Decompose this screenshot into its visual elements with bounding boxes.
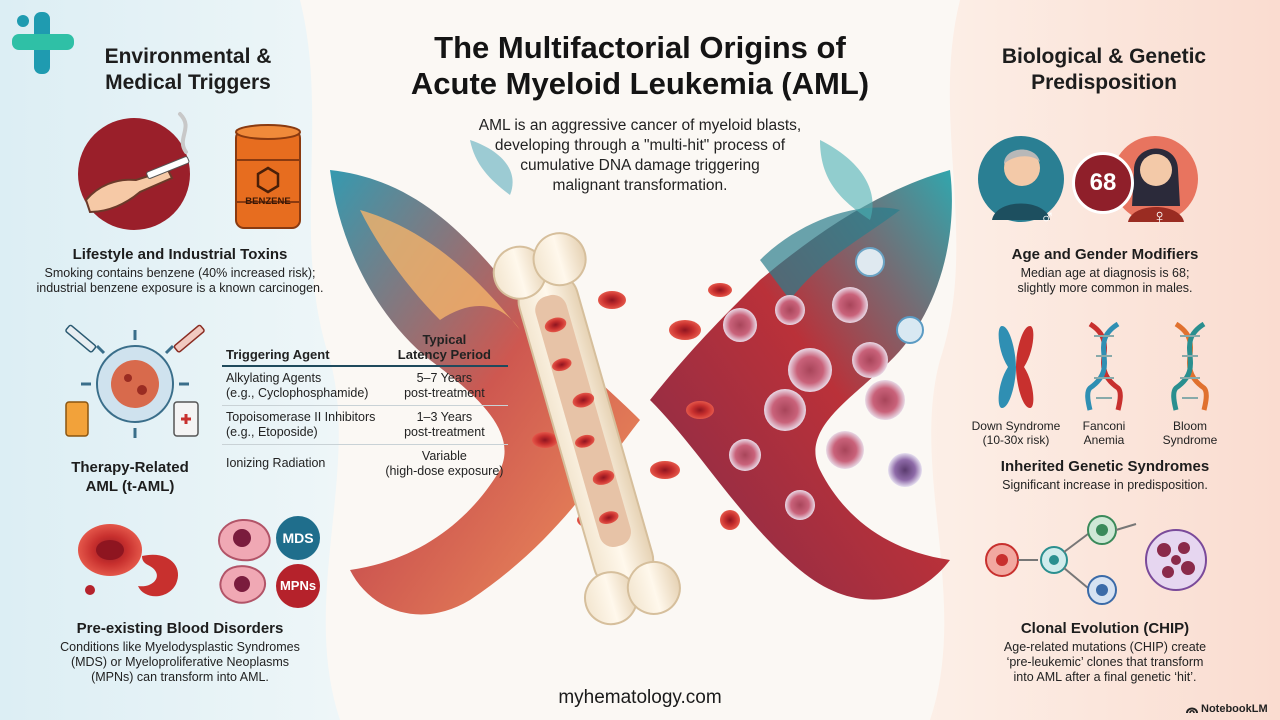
therapy-latency-table: Triggering Agent Typical Latency Period …	[222, 332, 508, 483]
latency-cell: 1–3 Years post-treatment	[381, 406, 508, 445]
footer-site-link[interactable]: myhematology.com	[558, 687, 722, 708]
benzene-barrel-icon: BENZENE	[232, 122, 304, 234]
syndrome-fanconi: Fanconi Anemia	[1058, 419, 1150, 447]
syndrome-line2: Anemia	[1083, 433, 1125, 447]
col-header-latency: Typical Latency Period	[381, 332, 508, 366]
latency-cell: 5–7 Years post-treatment	[381, 366, 508, 406]
genetic-syndromes-title: Inherited Genetic Syndromes	[1000, 458, 1210, 475]
description-line: cumulative DNA damage triggering	[520, 157, 760, 174]
syndrome-line1: Fanconi	[1082, 419, 1126, 433]
age-gender-text: Median age at diagnosis is 68; slightly …	[960, 266, 1250, 296]
col-header-latency-line2: Latency Period	[397, 347, 491, 362]
male-head-icon	[978, 136, 1064, 222]
syndrome-down: Down Syndrome (10-30x risk)	[970, 419, 1062, 447]
lifestyle-title: Lifestyle and Industrial Toxins	[72, 246, 288, 263]
latency-line1: Variable	[421, 449, 467, 463]
female-symbol: ♀	[1152, 206, 1167, 228]
blood-disorders-text-line3: (MPNs) can transform into AML.	[91, 670, 269, 684]
syndrome-line1: Down Syndrome	[971, 419, 1061, 433]
table-row: Topoisomerase II Inhibitors (e.g., Etopo…	[222, 406, 508, 445]
page-description: AML is an aggressive cancer of myeloid b…	[410, 116, 870, 196]
latency-cell: Variable (high-dose exposure)	[381, 445, 508, 484]
lifestyle-text-line2: industrial benzene exposure is a known c…	[36, 281, 324, 295]
description-line: developing through a "multi-hit" process…	[494, 137, 786, 154]
page-title: The Multifactorial Origins of Acute Myel…	[340, 30, 940, 102]
dna-helix-icon	[1085, 322, 1123, 411]
left-section-title-line1: Environmental &	[104, 45, 272, 68]
latency-line2: post-treatment	[404, 425, 485, 439]
notebooklm-icon	[1186, 707, 1198, 714]
right-section-title-line2: Predisposition	[1031, 71, 1177, 94]
red-blood-cell-icon	[78, 524, 179, 597]
agent-cell: Ionizing Radiation	[222, 445, 381, 484]
male-symbol: ♂	[1040, 206, 1055, 228]
table-row: Alkylating Agents (e.g., Cyclophosphamid…	[222, 366, 508, 406]
age-gender-text-line1: Median age at diagnosis is 68;	[1020, 266, 1190, 280]
stem-cell-icon	[985, 515, 1207, 605]
therapy-title-line2: AML (t-AML)	[85, 478, 175, 495]
virus-syringe-icon	[65, 324, 205, 438]
page-title-line2: Acute Myeloid Leukemia (AML)	[410, 66, 870, 101]
page-title-line1: The Multifactorial Origins of	[434, 30, 846, 65]
female-head-icon	[1112, 136, 1198, 222]
genetic-syndromes-text: Significant increase in predisposition.	[1002, 478, 1208, 492]
syndrome-line1: Bloom	[1172, 419, 1207, 433]
blood-disorders-text-line1: Conditions like Myelodysplastic Syndrome…	[60, 640, 300, 654]
col-header-agent: Triggering Agent	[226, 347, 330, 362]
bone-icon	[492, 232, 681, 626]
chromosome-icon	[998, 326, 1034, 408]
latency-line1: 1–3 Years	[416, 410, 473, 424]
barrel-label: BENZENE	[245, 196, 291, 207]
col-header-latency-line1: Typical	[422, 332, 467, 347]
clonal-text-line1: Age-related mutations (CHIP) create	[1003, 640, 1207, 654]
clonal-evolution-title: Clonal Evolution (CHIP)	[1020, 620, 1190, 637]
agent-line2: (e.g., Cyclophosphamide)	[226, 386, 369, 400]
right-section-title: Biological & Genetic Predisposition	[974, 44, 1234, 96]
mds-badge: MDS	[276, 516, 320, 560]
table-row: Ionizing Radiation Variable (high-dose e…	[222, 445, 508, 484]
agent-line1: Ionizing Radiation	[226, 456, 326, 470]
clonal-evolution-text: Age-related mutations (CHIP) create ‘pre…	[960, 640, 1250, 685]
agent-line1: Alkylating Agents	[226, 371, 322, 385]
latency-line2: (high-dose exposure)	[385, 464, 504, 478]
blood-disorders-text-line2: (MDS) or Myeloproliferative Neoplasms	[70, 655, 290, 669]
therapy-title-line1: Therapy-Related	[71, 459, 189, 476]
description-line: AML is an aggressive cancer of myeloid b…	[478, 117, 802, 134]
blood-disorders-title: Pre-existing Blood Disorders	[76, 620, 284, 637]
table-header-row: Triggering Agent Typical Latency Period	[222, 332, 508, 366]
lifestyle-text: Smoking contains benzene (40% increased …	[20, 266, 340, 296]
blast-cells	[720, 247, 924, 530]
latency-line2: post-treatment	[404, 386, 485, 400]
age-gender-text-line2: slightly more common in males.	[1017, 281, 1193, 295]
left-section-title: Environmental & Medical Triggers	[68, 44, 308, 96]
agent-cell: Topoisomerase II Inhibitors (e.g., Etopo…	[222, 406, 381, 445]
description-line: malignant transformation.	[552, 177, 728, 194]
age-gender-title: Age and Gender Modifiers	[1011, 246, 1199, 263]
cigarette-hand-icon	[78, 112, 190, 230]
right-section-title-line1: Biological & Genetic	[1001, 45, 1207, 68]
lifestyle-text-line1: Smoking contains benzene (40% increased …	[44, 266, 316, 280]
dna-helix-icon	[1171, 322, 1209, 411]
abnormal-cells-icon	[218, 518, 271, 604]
agent-line1: Topoisomerase II Inhibitors	[226, 410, 376, 424]
agent-cell: Alkylating Agents (e.g., Cyclophosphamid…	[222, 366, 381, 406]
agent-line2: (e.g., Etoposide)	[226, 425, 318, 439]
notebooklm-label: NotebookLM	[1201, 703, 1268, 715]
median-age-badge: 68	[1072, 152, 1134, 214]
latency-line1: 5–7 Years	[416, 371, 473, 385]
mpns-badge: MPNs	[276, 564, 320, 608]
clonal-text-line3: into AML after a final genetic ‘hit’.	[1013, 670, 1197, 684]
therapy-title: Therapy-Related AML (t-AML)	[50, 458, 210, 496]
blood-disorders-text: Conditions like Myelodysplastic Syndrome…	[30, 640, 330, 685]
notebooklm-brand: NotebookLM	[1186, 703, 1268, 715]
syndrome-bloom: Bloom Syndrome	[1144, 419, 1236, 447]
logo-cross-icon	[12, 12, 74, 74]
syndrome-line2: (10-30x risk)	[982, 433, 1050, 447]
left-section-title-line2: Medical Triggers	[105, 71, 271, 94]
syndrome-line2: Syndrome	[1162, 433, 1218, 447]
clonal-text-line2: ‘pre-leukemic’ clones that transform	[1006, 655, 1204, 669]
